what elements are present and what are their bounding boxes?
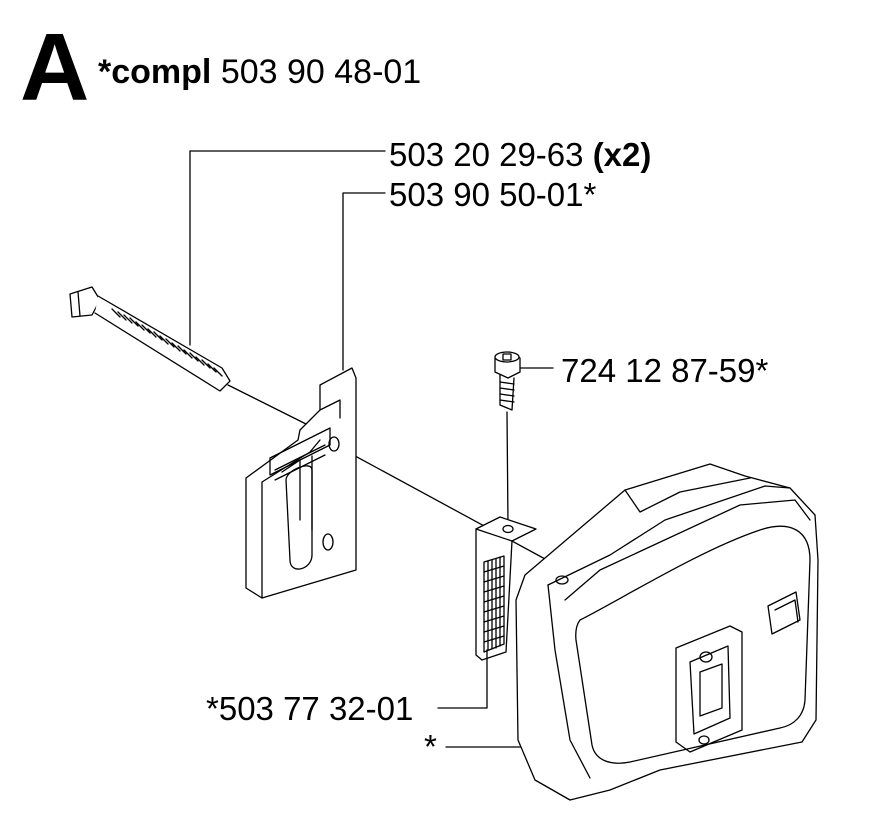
muffler xyxy=(515,463,819,801)
leader-shield xyxy=(437,649,488,709)
shield-part-number: *503 77 32-01 xyxy=(206,690,414,727)
heat-shield xyxy=(475,516,537,661)
leader-plate xyxy=(342,192,386,371)
bolt xyxy=(69,286,231,392)
section-letter: A xyxy=(20,14,90,121)
screw xyxy=(494,351,521,411)
bolt-quantity: (x2) xyxy=(592,136,652,173)
compl-prefix: *compl xyxy=(98,53,212,91)
screw-part-number: 724 12 87-59* xyxy=(561,352,769,389)
axis-screw xyxy=(506,411,509,526)
assembly-kit-label: *compl 503 90 48-01 xyxy=(98,55,421,89)
muffler-plate xyxy=(245,367,357,599)
leader-bolt xyxy=(189,150,386,346)
compl-part-number: 503 90 48-01 xyxy=(220,53,422,91)
bolt-part-number: 503 20 29-63 xyxy=(389,136,584,173)
plate-part-number: 503 90 50-01* xyxy=(389,176,597,213)
callout-bolt: 503 20 29-63 (x2) xyxy=(389,138,651,171)
axis-plate-to-muffler xyxy=(332,443,559,567)
axis-bolt xyxy=(227,384,319,431)
muffler-callout-mark: * xyxy=(424,728,437,765)
